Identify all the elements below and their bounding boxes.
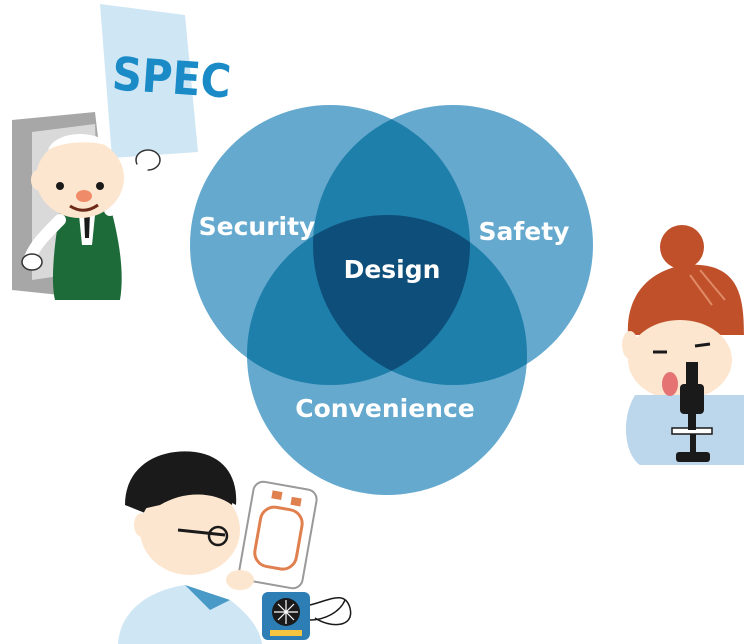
- safety-label: Safety: [479, 217, 570, 246]
- spec-sign: [100, 4, 198, 158]
- engineer-testing-card: [118, 451, 352, 644]
- convenience-label: Convenience: [295, 394, 474, 423]
- card-icon: [238, 480, 318, 590]
- man-holding-spec-sign: SPEC: [12, 4, 233, 300]
- woman-with-microscope: [622, 225, 744, 465]
- spec-sign-text: SPEC: [110, 46, 232, 108]
- microscope-icon: [671, 362, 713, 462]
- design-label: Design: [344, 255, 441, 284]
- woman-face: [628, 320, 732, 400]
- security-label: Security: [199, 212, 316, 241]
- tester-device-icon: [262, 592, 352, 640]
- man-face: [36, 138, 124, 218]
- venn-diagram: Security Safety Convenience Design: [190, 105, 593, 495]
